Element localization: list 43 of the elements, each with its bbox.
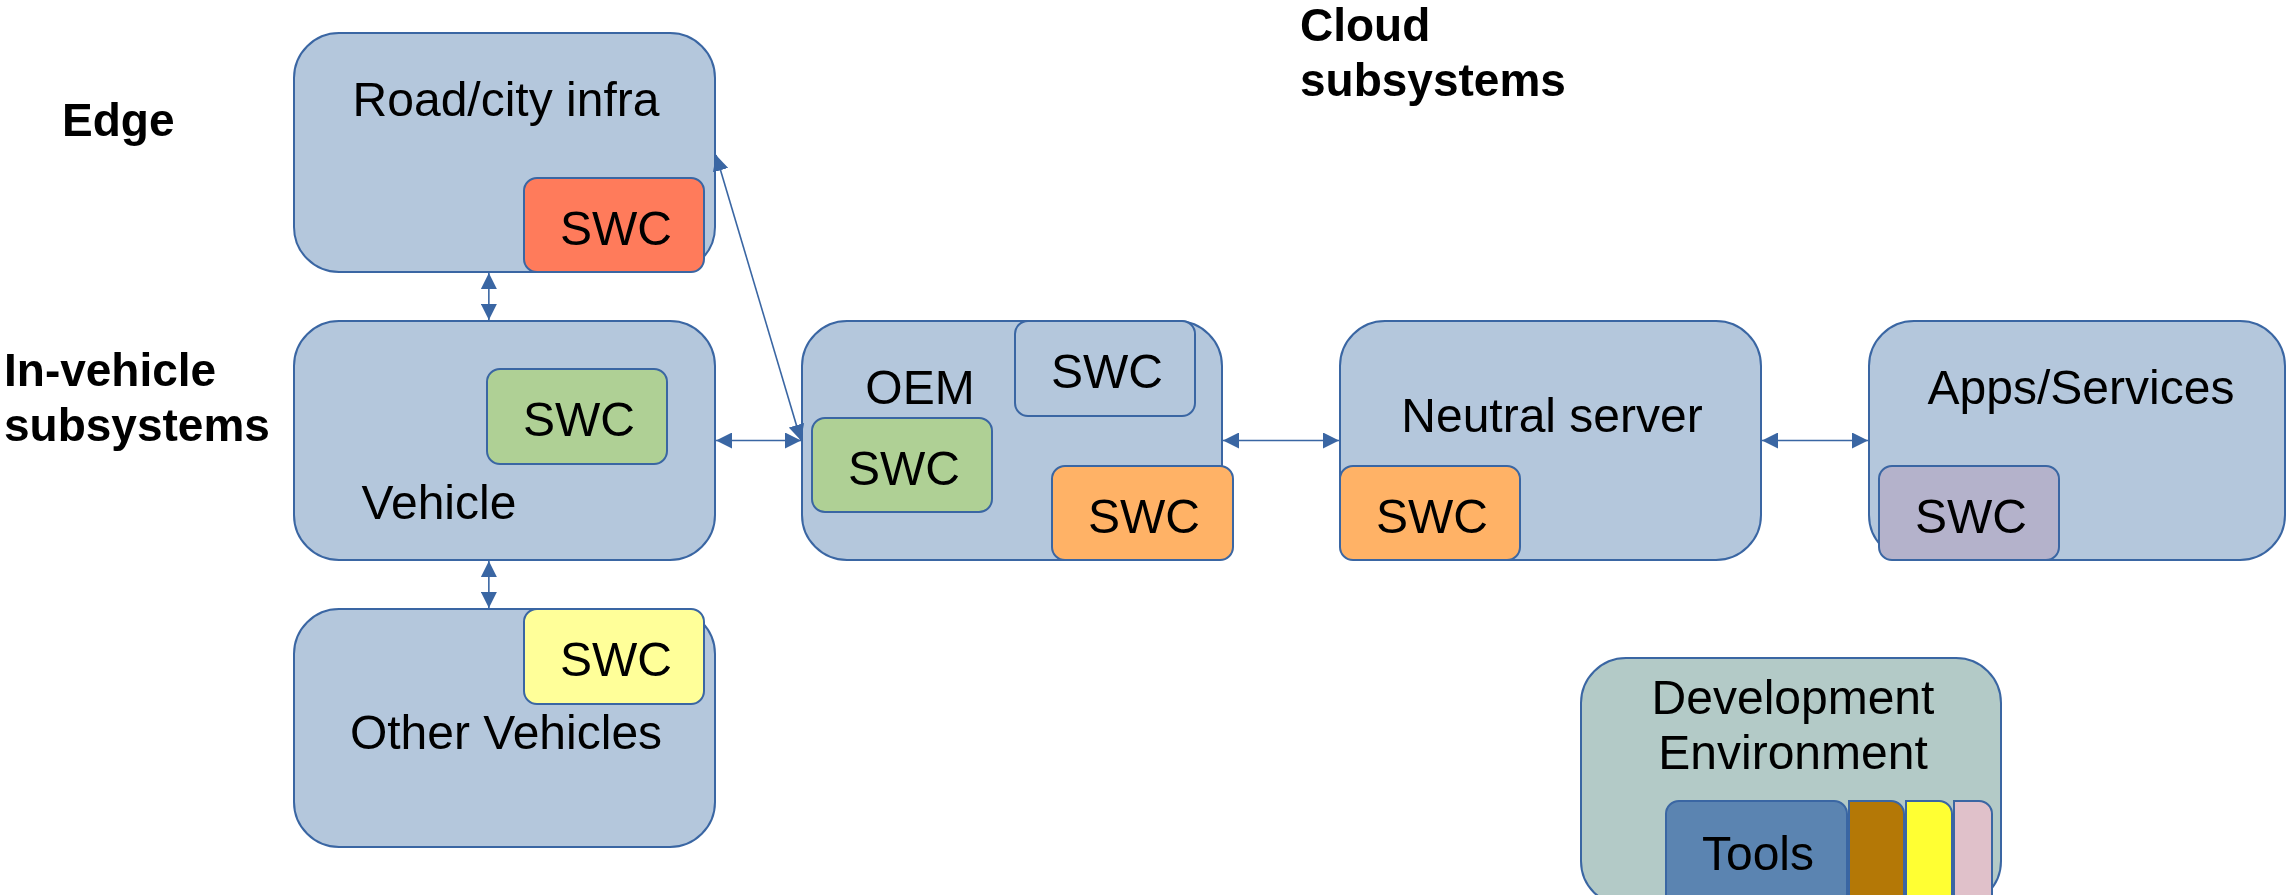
- node-label: SWC: [1051, 344, 1163, 400]
- section-heading: In-vehicle subsystems: [4, 343, 271, 454]
- component-box: [1878, 465, 2060, 561]
- stacked-tool-box: [1905, 800, 1953, 895]
- subsystem-box: [293, 32, 716, 273]
- node-label: SWC: [1376, 489, 1488, 545]
- node-label: Other Vehicles: [349, 705, 663, 761]
- environment-box: [1580, 657, 2002, 895]
- double-arrow: [715, 432, 802, 449]
- component-box: [1014, 320, 1196, 417]
- component-box: [486, 368, 668, 465]
- node-label: SWC: [1915, 489, 2027, 545]
- stacked-tool-box: [1953, 800, 1993, 895]
- double-arrow: [712, 154, 805, 442]
- node-label: OEM: [865, 360, 975, 416]
- section-heading: Cloud subsystems: [1300, 0, 1567, 109]
- double-arrow: [1761, 432, 1869, 449]
- double-arrow: [1222, 432, 1340, 449]
- node-label: Apps/Services: [1927, 360, 2235, 416]
- node-label: Development Environment: [1650, 669, 1936, 781]
- component-box: [523, 177, 705, 273]
- component-box: [811, 417, 993, 513]
- tools-box: [1665, 800, 1848, 895]
- node-label: Tools: [1701, 826, 1815, 882]
- component-box: [1051, 465, 1234, 561]
- node-label: Vehicle: [361, 475, 517, 531]
- subsystem-box: [293, 608, 716, 848]
- component-box: [523, 608, 705, 705]
- node-label: Road/city infra: [352, 72, 660, 128]
- node-label: Neutral server: [1401, 388, 1703, 444]
- stacked-tool-box: [1848, 800, 1905, 895]
- node-label: SWC: [560, 632, 672, 688]
- subsystem-box: [1868, 320, 2286, 561]
- node-label: SWC: [523, 392, 635, 448]
- node-label: SWC: [848, 441, 960, 497]
- component-box: [1339, 465, 1521, 561]
- double-arrow: [480, 560, 497, 609]
- subsystem-box: [293, 320, 716, 561]
- subsystem-box: [1339, 320, 1762, 561]
- node-label: SWC: [1088, 489, 1200, 545]
- double-arrow: [480, 272, 497, 321]
- node-label: SWC: [560, 201, 672, 257]
- section-heading: Edge: [62, 93, 176, 148]
